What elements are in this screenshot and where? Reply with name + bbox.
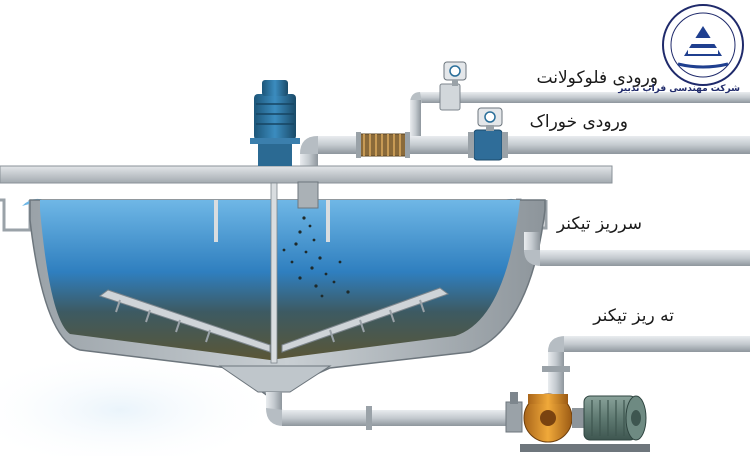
bridge-beam bbox=[0, 165, 613, 184]
thickener-underflow-label: ته ریز تیکنر bbox=[593, 306, 674, 326]
underflow-pump bbox=[520, 393, 650, 452]
company-name: شرکت مهندسی فراب تدبیر bbox=[618, 84, 740, 94]
underflow-line bbox=[266, 336, 750, 433]
overflow-pipe bbox=[524, 232, 750, 266]
flocculant-inlet-pipe bbox=[410, 61, 750, 142]
feed-inlet-pipe bbox=[300, 107, 750, 184]
thickener-tank bbox=[0, 181, 548, 397]
feed-inlet-label: ورودی خوراک bbox=[529, 112, 628, 132]
thickener-overflow-label: سرریز تیکنر bbox=[556, 214, 642, 234]
drive-motor bbox=[250, 80, 300, 166]
background-glow bbox=[0, 350, 280, 456]
flocculant-inlet-label: ورودی فلوکولانت bbox=[536, 68, 658, 88]
company-logo bbox=[662, 4, 744, 86]
